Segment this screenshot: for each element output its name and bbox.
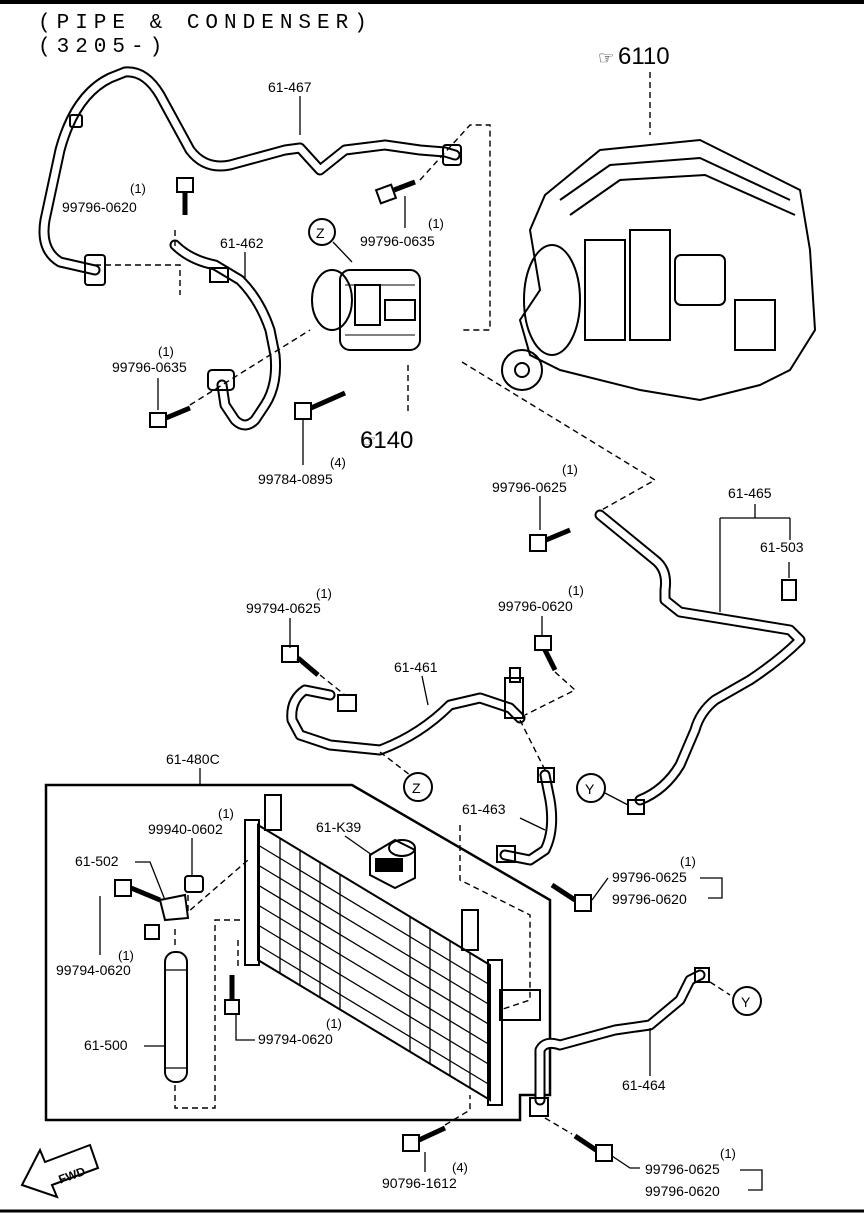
label-61-467: 61-467 (268, 79, 312, 95)
label-99794-0625: 99794-0625 (246, 600, 321, 616)
label-61-480C: 61-480C (166, 751, 220, 767)
diagram-subtitle: (3205-) (38, 36, 169, 59)
label-61-462: 61-462 (220, 235, 264, 251)
qty-0625-bottom: (1) (720, 1146, 736, 1161)
pipe-61-464[interactable] (529, 967, 710, 1117)
label-61-500: 61-500 (84, 1037, 128, 1053)
ref-engine-6110[interactable]: 6110 (618, 43, 670, 70)
sensor-61-503[interactable] (781, 562, 797, 601)
bolt-99796-0620-top[interactable] (176, 177, 194, 215)
qty-0625-mid: (1) (562, 462, 578, 477)
qty-9794-0620-left: (1) (118, 948, 134, 963)
label-99796-0620-bottom: 99796-0620 (645, 1183, 720, 1199)
pipe-61-461[interactable] (286, 667, 526, 756)
bolt-99796-0635-lower[interactable] (149, 405, 191, 428)
bolt-99784-0895[interactable] (294, 390, 347, 420)
qty-99940: (1) (218, 806, 234, 821)
receiver-drier-61-500[interactable] (164, 951, 188, 1083)
svg-text:Y: Y (741, 994, 751, 1010)
label-99796-0625-mid: 99796-0625 (492, 479, 567, 495)
label-61-503: 61-503 (760, 539, 804, 555)
bolt-99796-0625-mid[interactable] (529, 527, 571, 552)
bolt-99794-0625[interactable] (281, 645, 320, 677)
compressor-6140[interactable] (311, 269, 421, 351)
qty-0635-lower: (1) (158, 344, 174, 359)
label-99796-0620-right: 99796-0620 (612, 891, 687, 907)
label-99794-0620-center: 99794-0620 (258, 1031, 333, 1047)
qty-0635-upper: (1) (428, 216, 444, 231)
svg-text:Z: Z (316, 225, 325, 241)
label-99796-0635-lower: 99796-0635 (112, 359, 187, 375)
label-61-465: 61-465 (728, 485, 772, 501)
bolt-99796-0625-bottom[interactable] (573, 1133, 613, 1162)
qty-0625-right: (1) (680, 854, 696, 869)
condenser-61-480C[interactable] (244, 794, 541, 1106)
bolt-99794-0620-left[interactable] (114, 879, 161, 940)
label-61-463: 61-463 (462, 801, 506, 817)
qty-0620-top: (1) (130, 181, 146, 196)
ref-pointer-icon-engine: ☞ (598, 48, 614, 68)
bolt-99794-0620-center[interactable] (224, 975, 240, 1015)
pipe-61-462[interactable] (169, 239, 281, 431)
label-99796-0620-top: 99796-0620 (62, 199, 137, 215)
cap-61-K39[interactable] (369, 838, 416, 890)
bolt-99796-0635-upper[interactable] (374, 179, 416, 205)
label-99784-0895: 99784-0895 (258, 471, 333, 487)
bracket-61-502[interactable] (158, 893, 190, 922)
nut-99940-0602[interactable] (184, 875, 204, 893)
qty-0895: (4) (330, 455, 346, 470)
pipe-61-463[interactable] (496, 767, 558, 866)
bolt-90796-1612[interactable] (402, 1125, 447, 1152)
label-99796-0635-upper: 99796-0635 (360, 233, 435, 249)
fwd-arrow-icon: FWD (20, 1143, 100, 1199)
label-61-461: 61-461 (394, 659, 438, 675)
engine-6110[interactable] (501, 138, 817, 402)
qty-90796: (4) (452, 1160, 468, 1175)
label-99796-0625-right: 99796-0625 (612, 869, 687, 885)
label-99796-0625-bottom: 99796-0625 (645, 1161, 720, 1177)
pipe-61-465[interactable] (594, 509, 806, 815)
bolt-99796-0620-mid[interactable] (534, 635, 558, 672)
ref-pointer-icon-compressor: ☞ (362, 433, 376, 450)
svg-text:Y: Y (585, 781, 595, 797)
callout-y-mid: Y (576, 773, 629, 806)
qty-9794-0625: (1) (316, 586, 332, 601)
callout-y-bottom: Y (732, 986, 762, 1016)
diagram-title: (PIPE & CONDENSER) (38, 12, 373, 35)
qty-9794-0620-center: (1) (326, 1016, 342, 1031)
label-99940-0602: 99940-0602 (148, 821, 223, 837)
callout-z-mid: Z (403, 772, 433, 802)
qty-0620-mid: (1) (568, 583, 584, 598)
callout-z-top: Z (308, 218, 353, 263)
label-61-464: 61-464 (622, 1077, 666, 1093)
svg-text:Z: Z (412, 780, 421, 796)
label-99796-0620-mid: 99796-0620 (498, 598, 573, 614)
label-61-K39: 61-K39 (316, 819, 361, 835)
label-99794-0620-left: 99794-0620 (56, 962, 131, 978)
label-90796-1612: 90796-1612 (382, 1175, 457, 1191)
ref-compressor-6140[interactable]: 6140 (360, 427, 413, 454)
bolt-99796-0625-right[interactable] (550, 882, 592, 912)
label-61-502: 61-502 (75, 853, 119, 869)
pipe-61-467[interactable] (38, 66, 462, 286)
